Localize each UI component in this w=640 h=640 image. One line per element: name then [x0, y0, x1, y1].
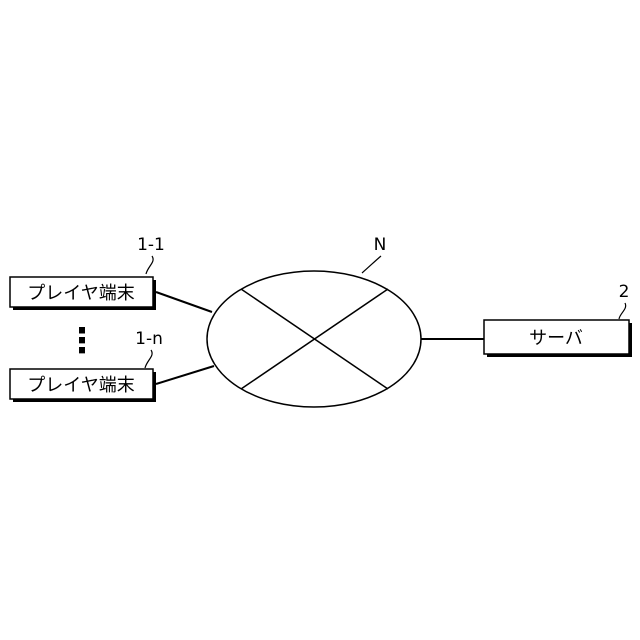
server: サーバ	[484, 320, 632, 357]
server-ref: 2	[619, 282, 630, 302]
network	[207, 271, 421, 407]
server-label: サーバ	[529, 328, 583, 349]
player-terminal-1-label: プレイヤ端末	[27, 283, 134, 304]
network-leader	[362, 256, 381, 273]
player-terminal-1-ref: 1-1	[137, 235, 165, 255]
link-terminal-1-network	[156, 292, 212, 312]
ellipsis-dots: ⋮	[65, 321, 99, 361]
player-terminal-n-ref: 1-n	[135, 329, 163, 349]
network-ref: N	[374, 235, 387, 255]
link-terminal-n-network	[156, 366, 214, 384]
player-terminal-1-leader	[146, 256, 153, 274]
player-terminal-n: プレイヤ端末	[10, 369, 156, 402]
player-terminal-n-label: プレイヤ端末	[27, 375, 134, 396]
player-terminal-n-leader	[145, 350, 152, 368]
player-terminal-1: プレイヤ端末	[10, 277, 156, 310]
server-leader	[619, 303, 626, 319]
